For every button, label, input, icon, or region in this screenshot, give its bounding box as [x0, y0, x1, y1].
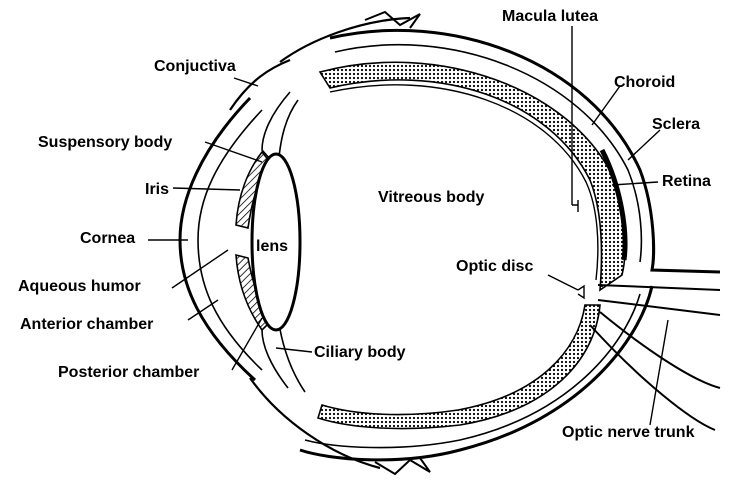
label-ciliary-body: Ciliary body	[314, 344, 406, 362]
label-posterior-chamber: Posterior chamber	[58, 364, 199, 382]
label-macula-lutea: Macula lutea	[502, 8, 598, 26]
label-lens: lens	[256, 238, 288, 256]
optic-nerve	[590, 285, 720, 430]
label-cornea: Cornea	[80, 230, 135, 248]
label-suspensory-body: Suspensory body	[38, 134, 172, 152]
label-choroid: Choroid	[614, 74, 675, 92]
label-anterior-chamber: Anterior chamber	[20, 316, 153, 334]
sclera-inner-outline	[305, 45, 641, 448]
choroid-band-lower	[318, 305, 600, 429]
label-vitreous-body: Vitreous body	[378, 189, 484, 207]
label-iris: Iris	[145, 181, 169, 199]
label-aqueous-humor: Aqueous humor	[18, 278, 141, 296]
label-sclera: Sclera	[652, 116, 700, 134]
label-conjuctiva: Conjuctiva	[154, 58, 236, 76]
leader-lines	[148, 26, 668, 425]
label-optic-nerve-trunk: Optic nerve trunk	[562, 424, 694, 442]
choroid-band	[320, 62, 625, 290]
ciliary-structure-bottom	[262, 318, 305, 392]
label-optic-disc: Optic disc	[456, 258, 533, 276]
label-retina: Retina	[662, 173, 711, 191]
cornea-outline	[180, 98, 255, 380]
